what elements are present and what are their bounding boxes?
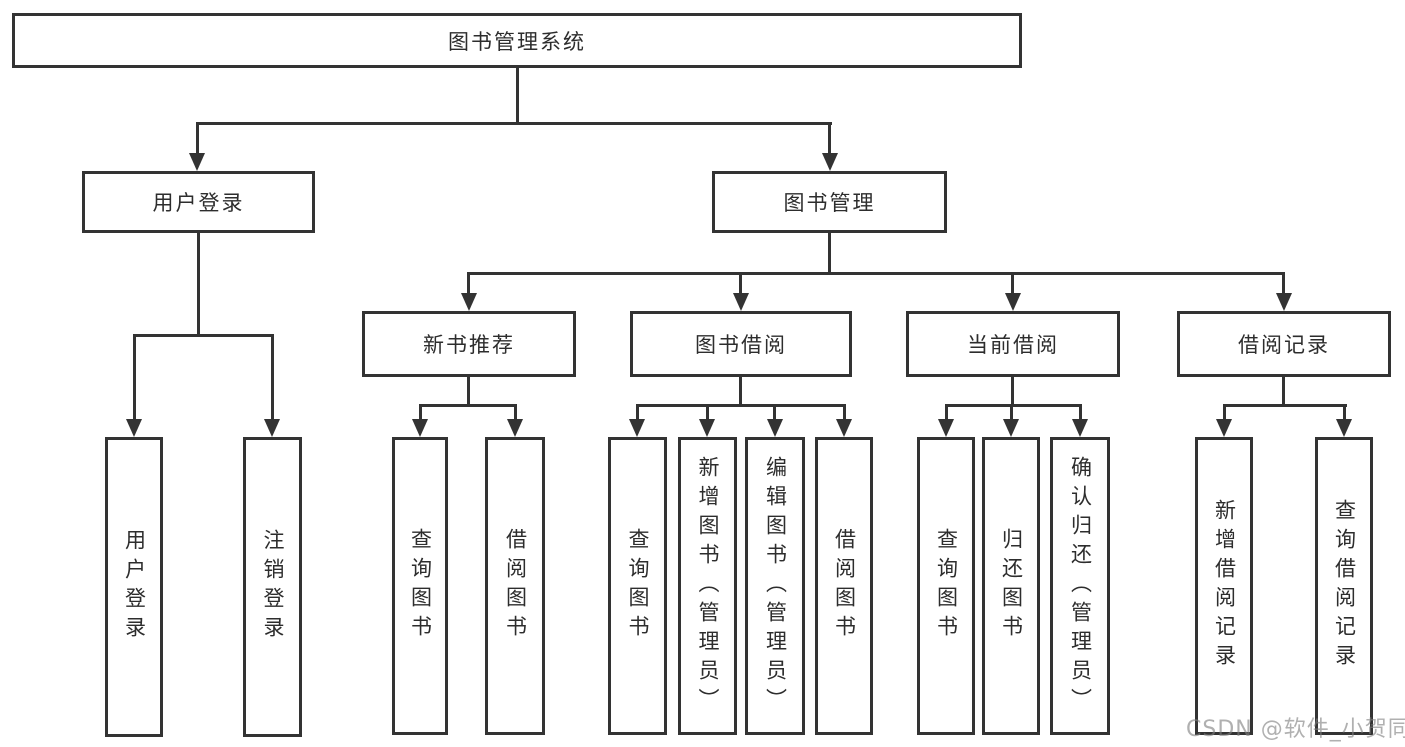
connector-line (1223, 404, 1347, 407)
leaf-borrow-books-recommend: 借阅图书 (485, 437, 545, 735)
arrow-down-icon (1276, 293, 1292, 311)
connector-line (706, 404, 709, 419)
node-borrowing-records: 借阅记录 (1177, 311, 1391, 377)
csdn-watermark: CSDN @软件_小贺同学 (1186, 717, 1405, 742)
connector-line (636, 404, 846, 407)
connector-line (516, 68, 519, 125)
connector-line (945, 404, 948, 419)
connector-line (467, 272, 1285, 275)
node-label: 新增借阅记录 (1212, 499, 1237, 673)
node-book-management: 图书管理 (712, 171, 947, 233)
leaf-return-books: 归还图书 (982, 437, 1040, 735)
arrow-down-icon (938, 419, 954, 437)
arrow-down-icon (461, 293, 477, 311)
node-label: 查询借阅记录 (1332, 499, 1357, 673)
node-label: 借阅图书 (832, 528, 857, 644)
connector-line (133, 334, 274, 337)
arrow-down-icon (1005, 293, 1021, 311)
arrow-down-icon (1336, 419, 1352, 437)
node-label: 查询图书 (408, 528, 433, 644)
connector-line (773, 404, 776, 419)
leaf-add-borrow-record: 新增借阅记录 (1195, 437, 1253, 735)
node-label: 图书管理 (783, 191, 876, 215)
leaf-user-login: 用户登录 (105, 437, 163, 737)
node-label: 新书推荐 (423, 333, 515, 357)
leaf-edit-books-admin: 编辑图书（管理员） (745, 437, 805, 735)
connector-line (419, 404, 422, 419)
node-current-borrowing: 当前借阅 (906, 311, 1120, 377)
connector-line (1011, 377, 1014, 407)
connector-line (828, 122, 831, 153)
connector-line (1343, 404, 1346, 419)
node-label: 确认归还（管理员） (1068, 455, 1093, 717)
leaf-query-books-current: 查询图书 (917, 437, 975, 735)
connector-line (1011, 272, 1014, 293)
arrow-down-icon (767, 419, 783, 437)
leaf-logout: 注销登录 (243, 437, 302, 737)
arrow-down-icon (126, 419, 142, 437)
arrow-down-icon (264, 419, 280, 437)
arrow-down-icon (733, 293, 749, 311)
node-label: 借阅图书 (503, 528, 528, 644)
leaf-add-books-admin: 新增图书（管理员） (678, 437, 737, 735)
leaf-query-books-recommend: 查询图书 (392, 437, 448, 735)
connector-line (945, 404, 1082, 407)
connector-line (1079, 404, 1082, 419)
arrow-down-icon (507, 419, 523, 437)
connector-line (739, 377, 742, 407)
node-label: 注销登录 (261, 529, 285, 645)
node-user-login: 用户登录 (82, 171, 315, 233)
node-new-book-recommendation: 新书推荐 (362, 311, 576, 377)
connector-line (133, 334, 136, 419)
leaf-borrow-books: 借阅图书 (815, 437, 873, 735)
arrow-down-icon (629, 419, 645, 437)
node-label: 图书借阅 (695, 333, 787, 357)
connector-line (197, 233, 200, 337)
connector-line (514, 404, 517, 419)
node-label: 查询图书 (626, 528, 650, 644)
arrow-down-icon (822, 153, 838, 171)
connector-line (843, 404, 846, 419)
connector-line (467, 377, 470, 407)
node-label: 归还图书 (999, 528, 1024, 644)
node-label: 新增图书（管理员） (696, 455, 720, 717)
leaf-query-books-borrowing: 查询图书 (608, 437, 667, 735)
arrow-down-icon (1003, 419, 1019, 437)
arrow-down-icon (412, 419, 428, 437)
node-book-borrowing: 图书借阅 (630, 311, 852, 377)
connector-line (1282, 377, 1285, 407)
arrow-down-icon (836, 419, 852, 437)
node-library-management-system: 图书管理系统 (12, 13, 1022, 68)
connector-line (419, 404, 517, 407)
connector-line (828, 233, 831, 275)
connector-line (636, 404, 639, 419)
connector-line (196, 122, 832, 125)
connector-line (196, 122, 199, 153)
node-label: 用户登录 (152, 191, 245, 215)
node-label: 当前借阅 (967, 333, 1059, 357)
connector-line (1282, 272, 1285, 293)
node-label: 图书管理系统 (448, 29, 586, 54)
connector-line (467, 272, 470, 293)
node-label: 用户登录 (122, 529, 147, 645)
arrow-down-icon (699, 419, 715, 437)
node-label: 查询图书 (934, 528, 959, 644)
connector-line (1010, 404, 1013, 419)
arrow-down-icon (1072, 419, 1088, 437)
arrow-down-icon (189, 153, 205, 171)
leaf-confirm-return-admin: 确认归还（管理员） (1050, 437, 1110, 735)
connector-line (1223, 404, 1226, 419)
node-label: 编辑图书（管理员） (763, 455, 788, 717)
connector-line (271, 334, 274, 419)
node-label: 借阅记录 (1238, 333, 1330, 357)
arrow-down-icon (1216, 419, 1232, 437)
leaf-query-borrow-record: 查询借阅记录 (1315, 437, 1373, 735)
connector-line (739, 272, 742, 293)
